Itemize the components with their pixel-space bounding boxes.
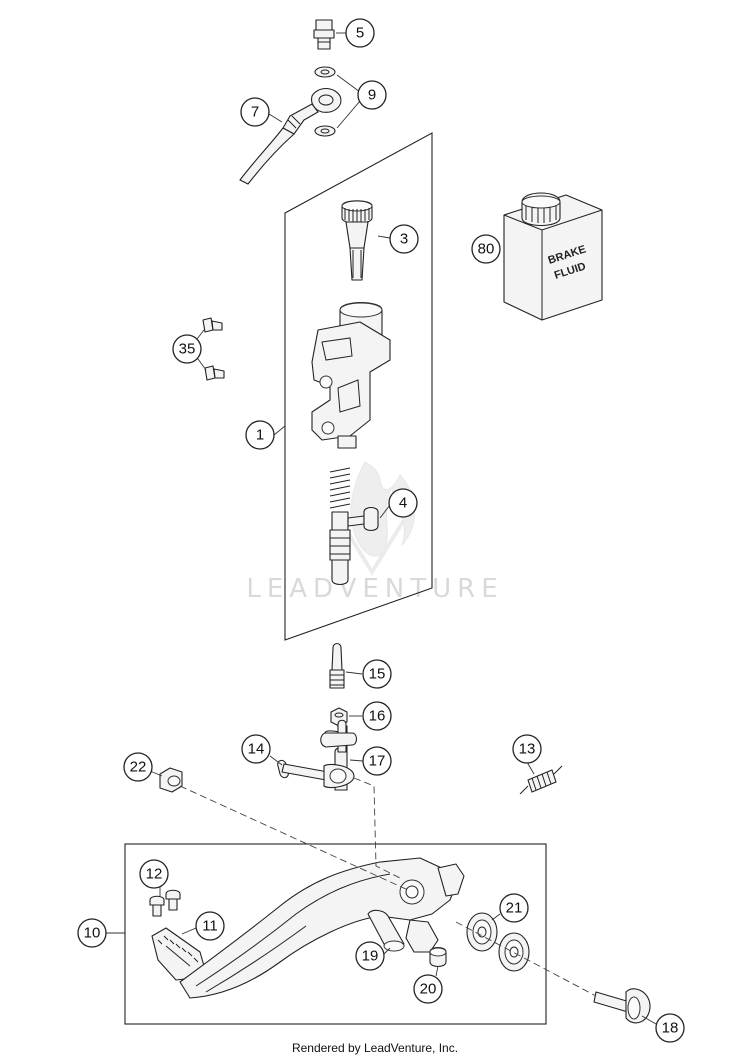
callout-12-label: 12 <box>146 866 163 883</box>
callout-10[interactable]: 10 <box>77 918 107 948</box>
callout-20-label: 20 <box>420 981 437 998</box>
part-reservoir-cap[interactable] <box>341 200 373 281</box>
part-bearing-outer[interactable] <box>498 932 530 972</box>
part-push-rod[interactable] <box>329 642 345 689</box>
callout-1[interactable]: 1 <box>245 420 275 450</box>
part-bushing[interactable] <box>429 946 447 968</box>
callout-10-label: 10 <box>84 925 101 942</box>
footer-credit: Rendered by LeadVenture, Inc. <box>292 1041 458 1055</box>
callout-5-label: 5 <box>356 25 364 42</box>
callout-80-label: 80 <box>478 241 495 258</box>
callout-18[interactable]: 18 <box>655 1013 685 1043</box>
callout-80[interactable]: 80 <box>471 234 501 264</box>
callout-17[interactable]: 17 <box>362 746 392 776</box>
callout-18-label: 18 <box>662 1020 679 1037</box>
part-screws[interactable] <box>202 317 225 381</box>
callout-21-label: 21 <box>506 900 523 917</box>
callout-3[interactable]: 3 <box>389 224 419 254</box>
callout-35-label: 35 <box>179 341 196 358</box>
part-pivot-bolt[interactable] <box>593 988 651 1024</box>
part-tip-screws[interactable] <box>149 889 181 917</box>
callout-22-label: 22 <box>130 759 147 776</box>
part-bearing-inner[interactable] <box>466 912 498 952</box>
callout-13-label: 13 <box>519 741 536 758</box>
part-brake-hose[interactable] <box>239 87 342 185</box>
callout-16[interactable]: 16 <box>362 701 392 731</box>
callout-14-label: 14 <box>248 741 265 758</box>
callout-1-label: 1 <box>256 427 264 444</box>
callout-4-label: 4 <box>399 495 407 512</box>
part-banjo-bolt[interactable] <box>313 19 335 50</box>
callout-21[interactable]: 21 <box>499 893 529 923</box>
callout-11[interactable]: 11 <box>195 911 225 941</box>
watermark: LEADVENTURE <box>246 461 503 604</box>
part-piston-kit[interactable] <box>329 467 379 586</box>
callout-17-label: 17 <box>369 753 386 770</box>
part-brake-fluid-bottle[interactable]: BRAKE FLUID <box>503 192 603 321</box>
callout-15[interactable]: 15 <box>362 659 392 689</box>
callout-7-label: 7 <box>251 104 259 121</box>
assembly-frame-master-cylinder <box>284 132 433 641</box>
callout-3-label: 3 <box>400 231 408 248</box>
callout-4[interactable]: 4 <box>388 488 418 518</box>
watermark-text: LEADVENTURE <box>246 574 503 604</box>
callout-11-label: 11 <box>202 918 218 935</box>
callout-35[interactable]: 35 <box>172 334 202 364</box>
callout-16-label: 16 <box>369 708 386 725</box>
assembly-axis-lines <box>179 777 597 997</box>
callout-15-label: 15 <box>369 666 386 683</box>
callout-9-label: 9 <box>368 87 376 104</box>
assembly-frame-brake-pedal <box>124 843 547 1025</box>
callout-9[interactable]: 9 <box>357 80 387 110</box>
callout-12[interactable]: 12 <box>139 859 169 889</box>
part-clevis-pin[interactable] <box>277 759 355 789</box>
callout-22[interactable]: 22 <box>123 752 153 782</box>
callout-13[interactable]: 13 <box>512 734 542 764</box>
part-master-cylinder-body[interactable] <box>311 301 391 449</box>
callout-14[interactable]: 14 <box>241 734 271 764</box>
part-pedal-pin[interactable] <box>367 909 405 952</box>
part-brake-pedal[interactable] <box>179 857 465 999</box>
callout-19[interactable]: 19 <box>355 941 385 971</box>
callout-20[interactable]: 20 <box>413 974 443 1004</box>
part-sealing-washers[interactable] <box>314 66 336 137</box>
callout-7[interactable]: 7 <box>240 97 270 127</box>
callout-19-label: 19 <box>362 948 379 965</box>
part-pivot-nut[interactable] <box>159 767 183 793</box>
part-return-spring[interactable] <box>519 765 563 795</box>
callout-5[interactable]: 5 <box>345 18 375 48</box>
